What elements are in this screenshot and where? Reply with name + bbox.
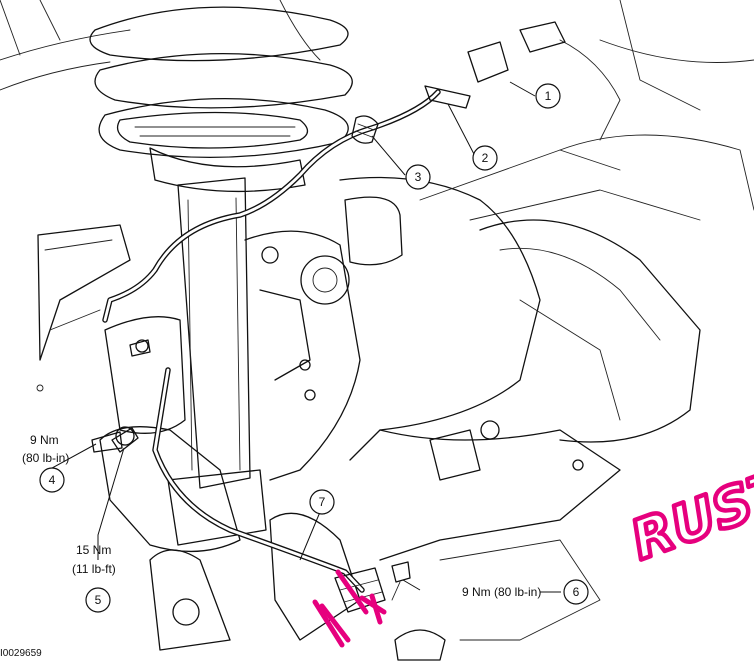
callout-5-number: 5 — [95, 593, 102, 607]
callout-4: 9 Nm (80 lb-in) 4 — [22, 433, 69, 493]
callout-6: 9 Nm (80 lb-in) 6 — [462, 579, 589, 605]
callout-6-torque: 9 Nm (80 lb-in) — [462, 585, 541, 599]
sensor-bolt-5 — [111, 427, 139, 453]
rust-marker-stroke — [319, 603, 351, 643]
callout-3-number: 3 — [415, 170, 422, 184]
harness-grommet — [351, 115, 379, 144]
rust-label: RUST — [623, 456, 754, 572]
callout-5-torque-imperial: (11 lb-ft) — [72, 562, 116, 576]
rust-marker-stroke — [312, 599, 345, 648]
callout-5-torque-nm: 15 Nm — [76, 543, 111, 557]
callout-7-number: 7 — [319, 495, 326, 509]
rust-annotation: RUST — [312, 454, 754, 648]
bracket-bolt-4 — [91, 339, 151, 453]
callout-7: 7 — [309, 489, 335, 515]
callout-5: 15 Nm (11 lb-ft) 5 — [72, 543, 116, 613]
callout-4-number: 4 — [49, 473, 56, 487]
callout-1: 1 — [535, 83, 561, 109]
rust-marker-stroke — [369, 593, 383, 625]
callout-4-torque-imperial: (80 lb-in) — [22, 451, 69, 465]
callout-2-number: 2 — [482, 151, 489, 165]
sensor-bolt-6 — [391, 561, 411, 601]
callout-4-torque-nm: 9 Nm — [30, 433, 59, 447]
figure-id: I0029659 — [0, 648, 42, 659]
callout-2: 2 — [472, 145, 498, 171]
rust-marker-stroke — [335, 569, 369, 615]
callout-6-number: 6 — [573, 585, 580, 599]
harness-connector — [424, 21, 566, 109]
callout-3: 3 — [405, 164, 431, 190]
callout-1-number: 1 — [545, 89, 552, 103]
sensor-harness — [102, 89, 441, 593]
